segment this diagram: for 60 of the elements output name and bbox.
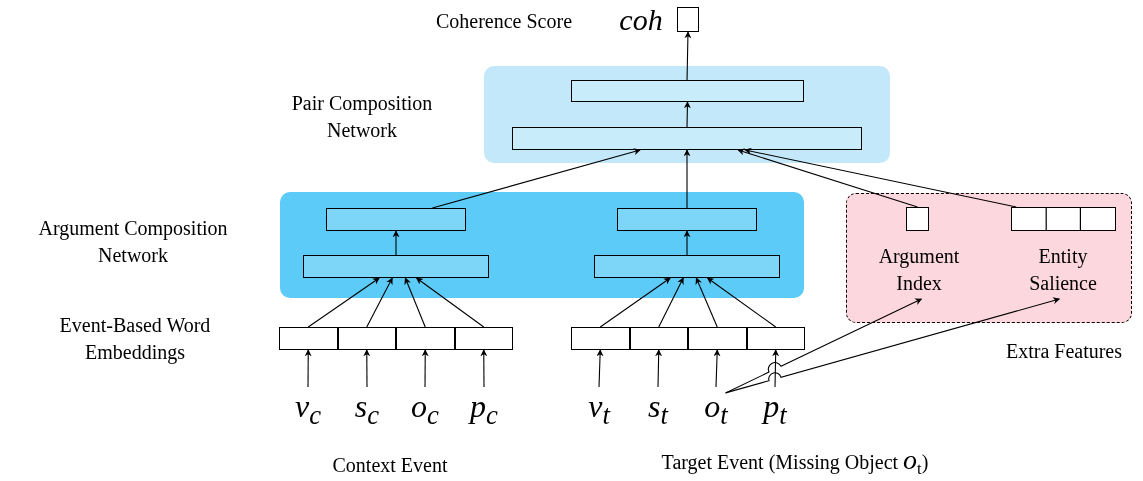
input-variable: p$_{t}$ xyxy=(751,386,799,432)
feature-label: Entity Salience xyxy=(1003,243,1123,299)
input-variable: v$_{t}$ xyxy=(575,386,623,432)
output-unit xyxy=(677,7,699,32)
arrow xyxy=(706,277,777,328)
arrow xyxy=(684,31,692,81)
caption-label: Context Event xyxy=(331,453,449,478)
arrow xyxy=(599,277,671,328)
input-variable: p$_{c}$ xyxy=(460,386,508,432)
caption-label: Target Event (Missing Object o$_{t}$) xyxy=(660,446,930,480)
embedding-cell xyxy=(396,327,455,350)
layer-label: Event-Based Word Embeddings xyxy=(58,313,212,366)
arrow xyxy=(658,277,684,328)
score-symbol: coh xyxy=(618,2,664,38)
arrow xyxy=(596,349,604,388)
arrow xyxy=(725,298,923,394)
arrow xyxy=(363,349,371,388)
layer-box xyxy=(303,255,489,278)
embedding-cell xyxy=(337,327,396,350)
arrow xyxy=(737,148,919,208)
embedding-cell xyxy=(688,327,747,350)
arrow xyxy=(366,277,393,328)
arrow xyxy=(404,277,426,328)
layer-box xyxy=(571,80,804,102)
embedding-cell xyxy=(454,327,513,350)
embedding-cell xyxy=(746,327,805,350)
embedding-cell xyxy=(279,327,338,350)
input-variable: o$_{t}$ xyxy=(692,386,740,432)
arrow xyxy=(480,349,488,388)
input-variable: s$_{c}$ xyxy=(343,386,391,432)
arrow xyxy=(772,349,780,388)
arrow xyxy=(415,277,485,328)
arrow xyxy=(431,148,641,209)
arrow xyxy=(725,297,1061,394)
layer-box xyxy=(326,208,466,231)
feature-vector xyxy=(1011,207,1116,231)
arrow xyxy=(683,101,691,128)
arrow xyxy=(392,230,400,256)
panel-title: Extra Features xyxy=(1004,339,1124,364)
arrow xyxy=(655,349,663,388)
layer-box xyxy=(512,127,862,150)
panel-title: Pair Composition Network xyxy=(290,91,434,143)
panel-title: Argument Composition Network xyxy=(37,216,229,268)
input-variable: s$_{t}$ xyxy=(634,386,682,432)
arrow xyxy=(304,349,312,388)
feature-unit xyxy=(906,207,929,231)
arrow xyxy=(683,230,691,256)
arrow xyxy=(421,349,429,388)
arrow xyxy=(713,349,721,388)
input-variable: o$_{c}$ xyxy=(401,386,449,432)
arrow xyxy=(695,277,718,328)
arrow xyxy=(307,277,380,328)
embedding-cell xyxy=(629,327,688,350)
input-variable: v$_{c}$ xyxy=(284,386,332,432)
layer-box xyxy=(594,255,780,278)
layer-box xyxy=(617,208,757,231)
feature-label: Argument Index xyxy=(858,243,980,299)
embedding-cell xyxy=(571,327,630,350)
score-label: Coherence Score xyxy=(434,9,573,34)
arrow xyxy=(683,149,691,209)
